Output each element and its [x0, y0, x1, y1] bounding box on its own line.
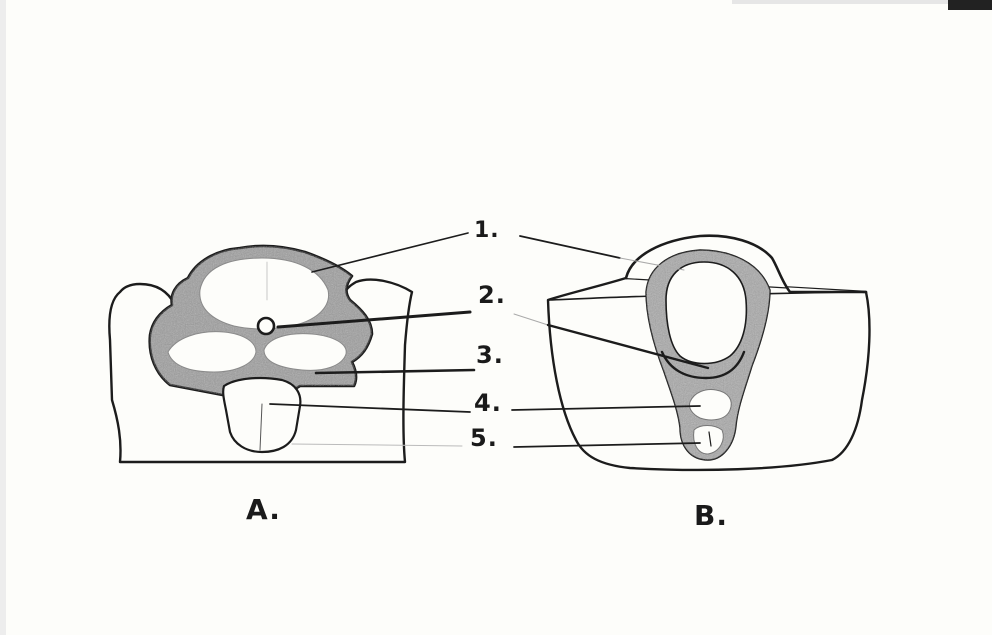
figure-b-region-4 — [689, 390, 731, 420]
figure-a-central-canal — [258, 318, 274, 334]
figure-a — [109, 246, 412, 462]
figure-a-region-3-right — [264, 334, 346, 371]
label-2: 2. — [478, 283, 506, 307]
leader-1-b — [520, 236, 620, 258]
leader-2-b — [514, 314, 548, 325]
figure-b-label: B. — [694, 502, 728, 530]
leader-1-a — [312, 233, 468, 272]
figure-a-label: A. — [246, 496, 281, 524]
label-1: 1. — [474, 220, 500, 242]
figure-b-region-1 — [666, 262, 746, 364]
label-5: 5. — [470, 426, 498, 450]
label-4: 4. — [474, 391, 502, 415]
label-3: 3. — [476, 343, 504, 367]
figure-b — [548, 236, 869, 470]
